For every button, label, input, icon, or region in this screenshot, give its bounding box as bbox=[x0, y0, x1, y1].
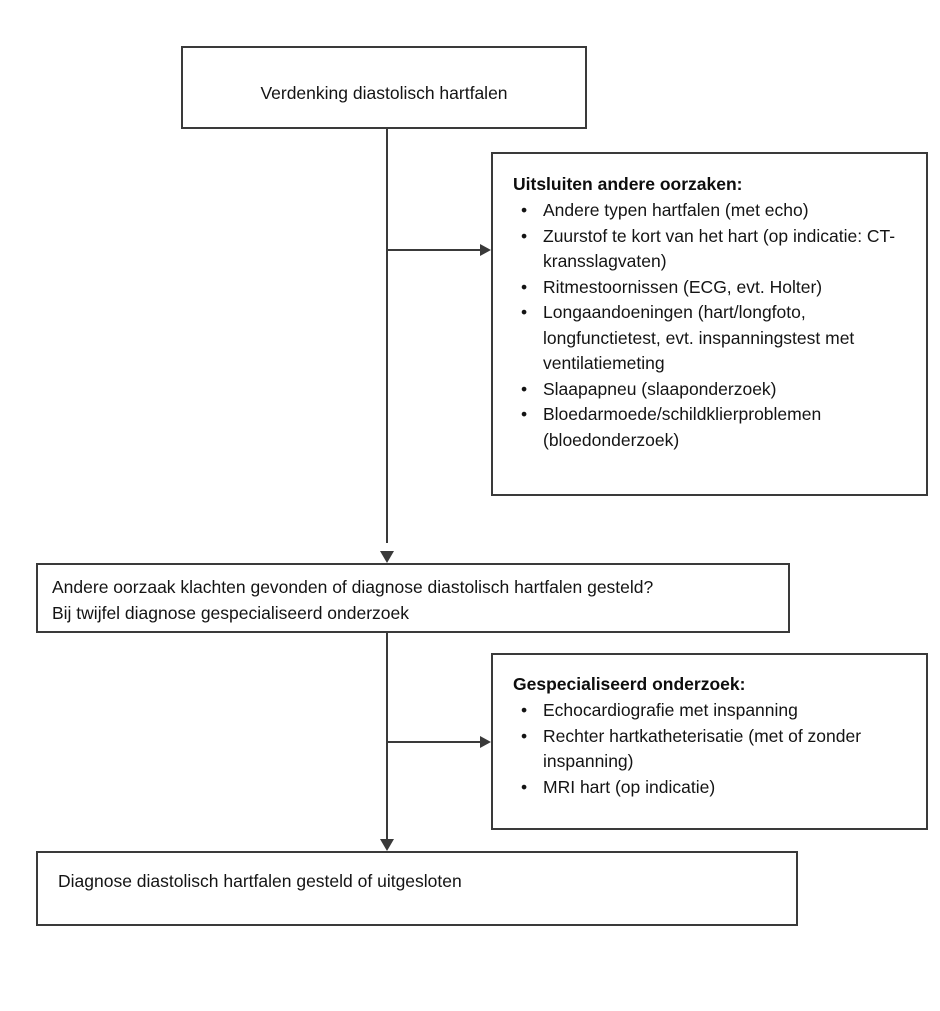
node-exclude-other-causes[interactable]: Uitsluiten andere oorzaken: • Andere typ… bbox=[491, 152, 928, 496]
list-item-label: MRI hart (op indicatie) bbox=[543, 776, 716, 797]
list-item-label: Zuurstof te kort van het hart (op indica… bbox=[543, 225, 896, 272]
list-item-label: Bloedarmoede/schildklierproblemen (bloed… bbox=[543, 404, 822, 450]
list-item: • Ritmestoornissen (ECG, evt. Holter) bbox=[509, 275, 912, 301]
bullet-icon: • bbox=[521, 725, 528, 746]
node-question[interactable]: Andere oorzaak klachten gevonden of diag… bbox=[36, 563, 790, 633]
node-suspicion-label: Verdenking diastolisch hartfalen bbox=[260, 83, 508, 103]
bullet-icon: • bbox=[521, 302, 528, 322]
arrow-down-icon-question bbox=[380, 551, 394, 563]
list-item: • MRI hart (op indicatie) bbox=[509, 775, 912, 801]
list-item-label: Echocardiografie met inspanning bbox=[543, 700, 798, 720]
node-question-line-2: Bij twijfel diagnose gespecialiseerd ond… bbox=[52, 603, 410, 623]
bullet-icon: • bbox=[521, 276, 528, 297]
list-item-label: Ritmestoornissen (ECG, evt. Holter) bbox=[543, 276, 823, 297]
connector-suspicion-to-question-upper bbox=[386, 129, 388, 251]
node-conclusion[interactable]: Diagnose diastolisch hartfalen gesteld o… bbox=[36, 851, 798, 926]
bullet-icon: • bbox=[521, 378, 528, 399]
node-exclude-title: Uitsluiten andere oorzaken: bbox=[513, 174, 743, 194]
list-item-label: Slaapapneu (slaaponderzoek) bbox=[543, 378, 777, 399]
node-specialised-list: • Echocardiografie met inspanning • Rech… bbox=[509, 698, 912, 800]
node-suspicion[interactable]: Verdenking diastolisch hartfalen bbox=[181, 46, 587, 129]
list-item: • Bloedarmoede/schildklierproblemen (blo… bbox=[509, 402, 912, 453]
node-exclude-list: • Andere typen hartfalen (met echo) • Zu… bbox=[509, 198, 912, 453]
bullet-icon: • bbox=[521, 776, 528, 797]
bullet-icon: • bbox=[521, 225, 528, 246]
arrow-down-icon-conclusion bbox=[380, 839, 394, 851]
connector-question-to-conclusion-lower bbox=[386, 743, 388, 839]
bullet-icon: • bbox=[521, 700, 528, 720]
connector-branch-to-exclude bbox=[386, 249, 481, 251]
list-item: • Zuurstof te kort van het hart (op indi… bbox=[509, 224, 912, 275]
node-specialised-exam[interactable]: Gespecialiseerd onderzoek: • Echocardiog… bbox=[491, 653, 928, 830]
arrow-right-icon-specialised bbox=[480, 736, 491, 748]
connector-branch-to-specialised bbox=[386, 741, 481, 743]
node-specialised-title: Gespecialiseerd onderzoek: bbox=[513, 674, 746, 694]
list-item: • Slaapapneu (slaaponderzoek) bbox=[509, 377, 912, 403]
list-item-label: Longaandoeningen (hart/longfoto, longfun… bbox=[543, 302, 855, 373]
list-item-label: Andere typen hartfalen (met echo) bbox=[543, 200, 809, 220]
node-question-line-1: Andere oorzaak klachten gevonden of diag… bbox=[52, 577, 654, 597]
list-item-label: Rechter hartkatheterisatie (met of zonde… bbox=[543, 725, 862, 772]
list-item: • Andere typen hartfalen (met echo) bbox=[509, 198, 912, 224]
list-item: • Longaandoeningen (hart/longfoto, longf… bbox=[509, 300, 912, 377]
bullet-icon: • bbox=[521, 404, 528, 424]
connector-question-to-conclusion-upper bbox=[386, 633, 388, 743]
node-conclusion-label: Diagnose diastolisch hartfalen gesteld o… bbox=[58, 871, 462, 891]
list-item: • Echocardiografie met inspanning bbox=[509, 698, 912, 724]
arrow-right-icon-exclude bbox=[480, 244, 491, 256]
bullet-icon: • bbox=[521, 200, 528, 220]
list-item: • Rechter hartkatheterisatie (met of zon… bbox=[509, 724, 912, 775]
connector-suspicion-to-question-lower bbox=[386, 251, 388, 543]
